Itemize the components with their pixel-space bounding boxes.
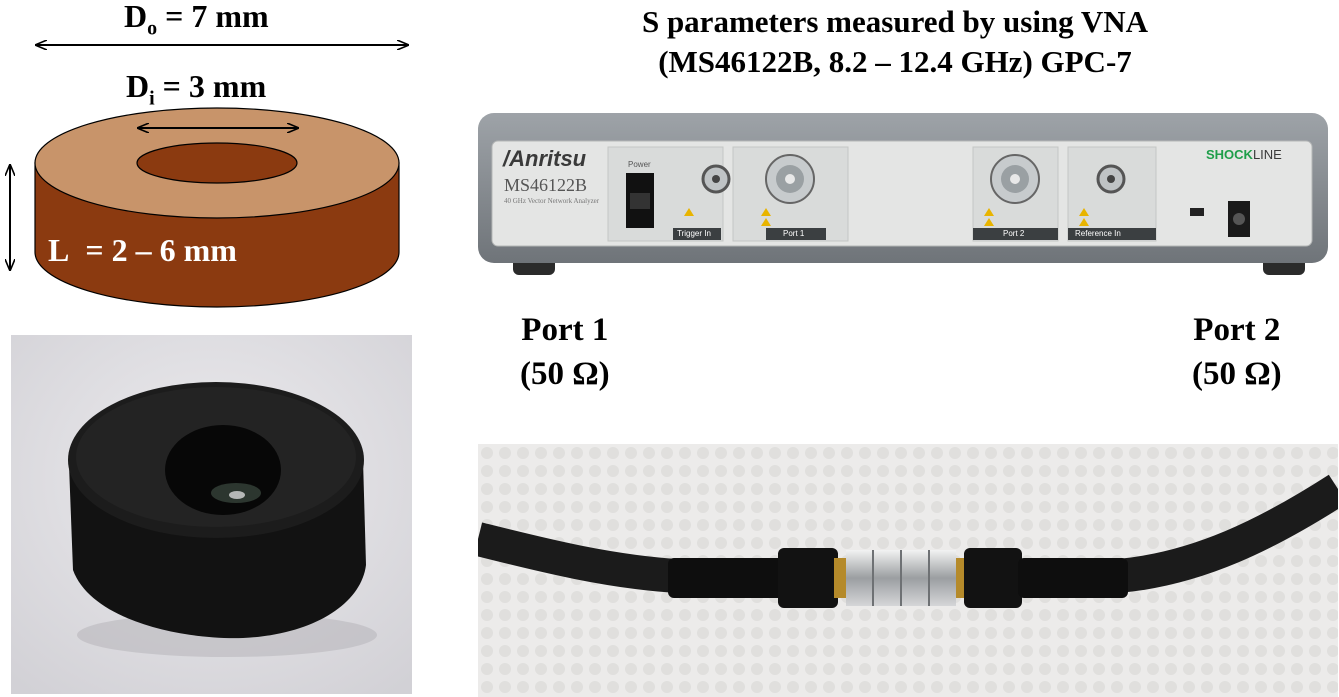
vna-model: MS46122B (504, 175, 588, 195)
port1-impedance: (50 Ω) (520, 356, 610, 392)
vna-drawing (478, 113, 1328, 275)
vna-subtitle: 40 GHz Vector Network Analyzer (504, 197, 600, 205)
port2-name: Port 2 (1193, 312, 1281, 348)
sample-photo-drawing (11, 335, 412, 694)
outer-diameter-label: Do = 7 mm (124, 0, 269, 40)
vna-shockline-logo: SHOCKLINE (1206, 147, 1282, 162)
cable-connector-photo (478, 444, 1338, 697)
sample-inner-hole (136, 142, 298, 184)
port2-impedance: (50 Ω) (1192, 356, 1282, 392)
vna-instrument: /Anritsu MS46122B 40 GHz Vector Network … (478, 113, 1328, 283)
left-cable (478, 522, 679, 593)
length-label: L = 2 – 6 mm (48, 232, 237, 268)
figure-title-line-2: (MS46122B, 8.2 – 12.4 GHz) GPC-7 (658, 44, 1132, 79)
vna-reference-label: Reference In (1075, 229, 1121, 238)
vna-port2-label: Port 2 (1003, 229, 1025, 238)
right-cable (1116, 474, 1338, 593)
port2-label: Port 2 (50 Ω) (1192, 308, 1282, 396)
vna-port1-label: Port 1 (783, 229, 805, 238)
inner-diameter-label: Di = 3 mm (126, 68, 267, 110)
cable-photo-drawing (478, 444, 1338, 697)
sample-photo (11, 335, 412, 694)
port1-name: Port 1 (521, 312, 609, 348)
vna-power-label: Power (628, 160, 651, 169)
figure-title-line-1: S parameters measured by using VNA (641, 4, 1149, 39)
port1-label: Port 1 (50 Ω) (520, 308, 610, 396)
vna-trigger-label: Trigger In (677, 229, 711, 238)
vna-brand-logo: /Anritsu (503, 146, 587, 171)
